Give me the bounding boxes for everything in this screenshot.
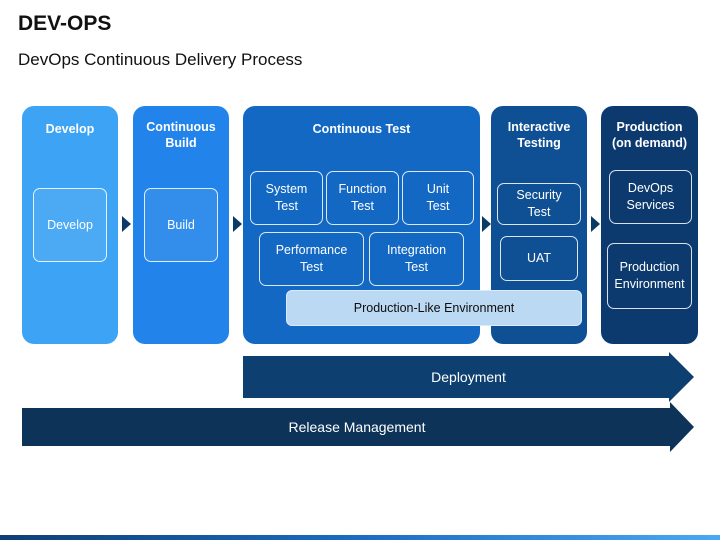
page-title: DEV-OPS — [18, 12, 112, 35]
bottom-accent-bar — [0, 535, 720, 540]
stage-develop-title: Develop — [45, 122, 95, 136]
stage-build-title-line2: Build — [165, 136, 197, 150]
security-test-line1: Security — [516, 188, 562, 202]
arrow-build-to-test — [233, 216, 242, 232]
stage-production: Production (on demand) — [601, 106, 698, 344]
production-environment-line2: Environment — [614, 277, 685, 291]
build-box: Build — [144, 188, 218, 262]
uat-box: UAT — [500, 236, 578, 281]
unit-test-line2: Test — [426, 199, 450, 213]
production-environment-line1: Production — [619, 260, 680, 274]
deployment-arrow: Deployment — [243, 352, 694, 402]
system-test-line1: System — [265, 182, 308, 196]
release-management-label: Release Management — [288, 419, 426, 435]
develop-box: Develop — [33, 188, 107, 262]
stage-test-title: Continuous Test — [312, 122, 411, 136]
build-box-label: Build — [167, 217, 195, 232]
devops-services-line2: Services — [626, 198, 675, 212]
stage-interactive-title-line2: Testing — [517, 136, 561, 150]
stage-continuous-build: Continuous Build Build — [133, 106, 229, 344]
deployment-label: Deployment — [431, 369, 506, 385]
function-test-line2: Test — [351, 199, 374, 213]
arrow-test-to-interactive — [482, 216, 491, 232]
stage-develop: Develop Develop — [22, 106, 118, 344]
integration-test-line1: Integration — [386, 243, 447, 257]
arrow-develop-to-build — [122, 216, 131, 232]
stage-production-title-line2: (on demand) — [612, 136, 687, 150]
uat-box-label: UAT — [526, 251, 552, 265]
stage-interactive-title: Interactive Testing — [491, 119, 587, 151]
stage-build-title: Continuous Build — [133, 119, 229, 151]
stage-interactive-title-line1: Interactive — [507, 120, 571, 134]
devops-services-line1: DevOps — [627, 181, 674, 195]
release-management-arrow-shape — [22, 402, 694, 452]
unit-test-line1: Unit — [426, 182, 450, 196]
production-like-environment-label: Production-Like Environment — [353, 301, 515, 315]
develop-box-label: Develop — [47, 217, 93, 232]
function-test-line1: Function — [338, 182, 387, 196]
system-test-line2: Test — [275, 199, 298, 213]
security-test-line2: Test — [527, 205, 551, 219]
stage-build-title-line1: Continuous — [146, 120, 216, 134]
stage-production-title: Production (on demand) — [601, 119, 698, 151]
performance-test-line2: Test — [300, 260, 323, 274]
arrow-interactive-to-production — [591, 216, 600, 232]
release-management-arrow: Release Management — [22, 402, 694, 452]
integration-test-line2: Test — [405, 260, 428, 274]
production-like-environment-bar: Production-Like Environment — [286, 290, 582, 326]
performance-test-line1: Performance — [275, 243, 348, 257]
deployment-arrow-shape — [243, 352, 694, 402]
page-subtitle: DevOps Continuous Delivery Process — [18, 50, 303, 69]
stage-production-title-line1: Production — [616, 120, 683, 134]
